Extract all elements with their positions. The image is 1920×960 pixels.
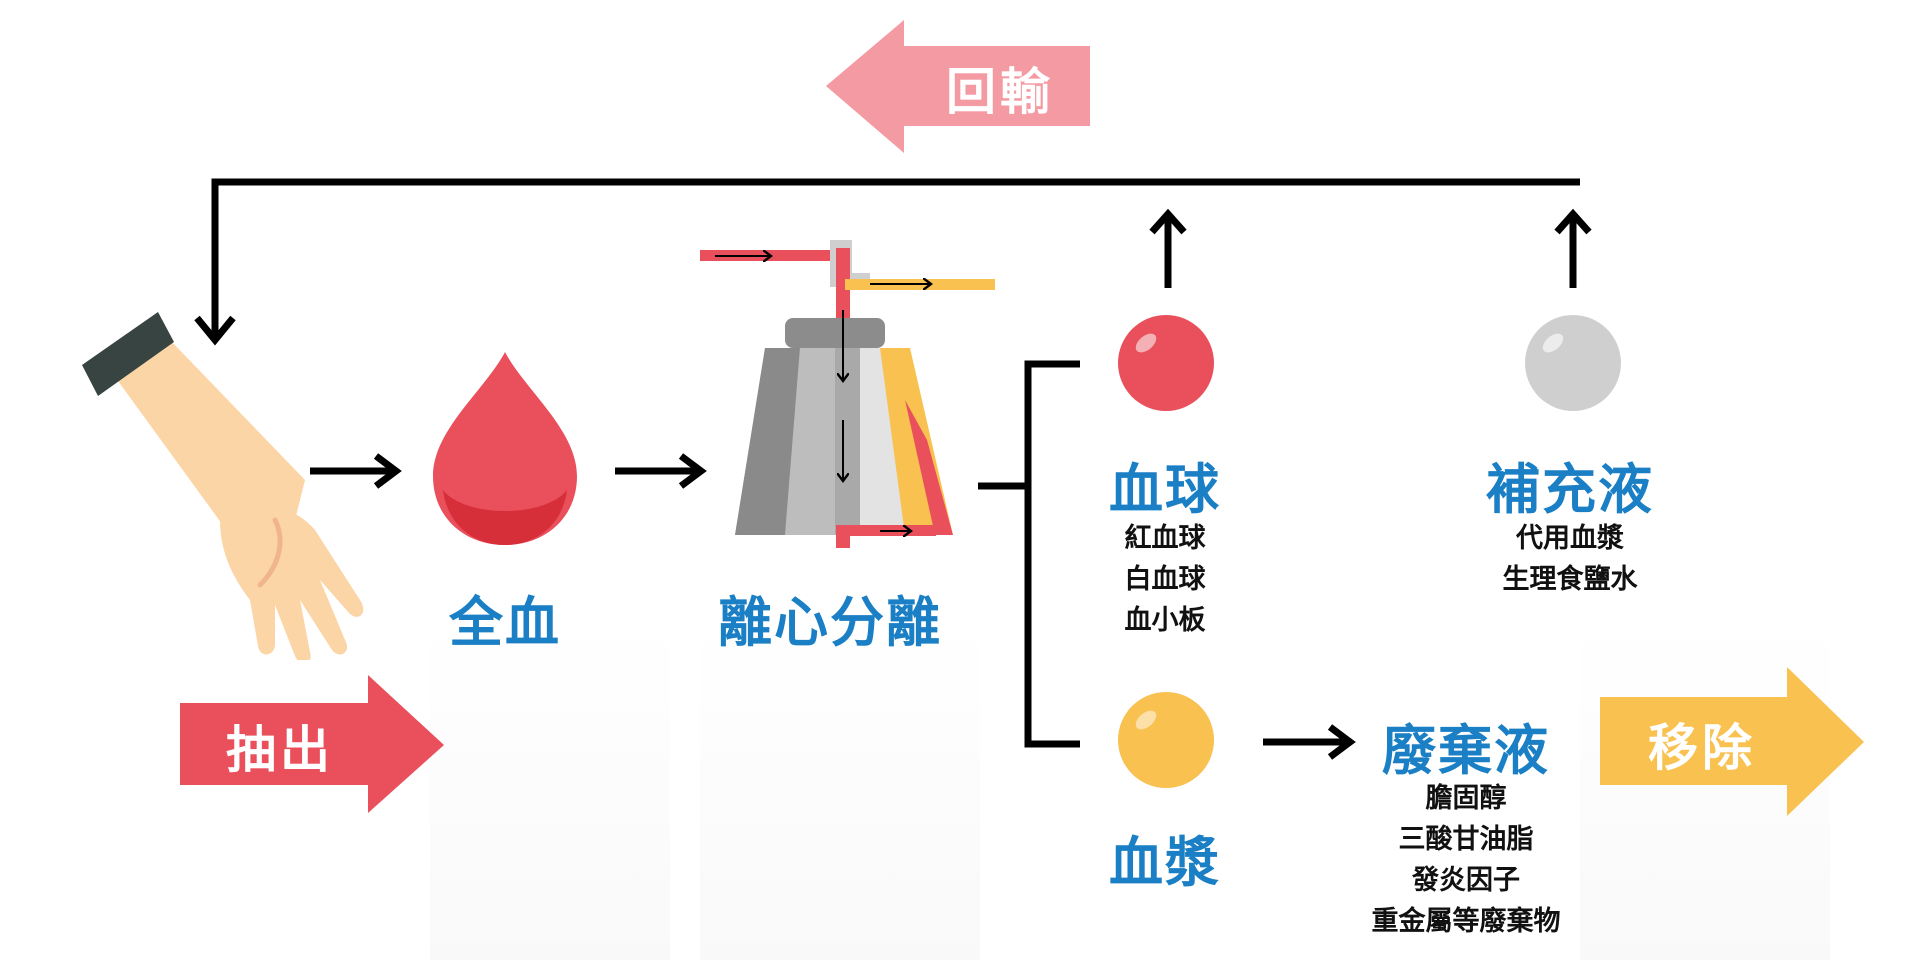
remove-label: 移除 xyxy=(1648,719,1756,777)
return-label: 回輸 xyxy=(946,63,1054,121)
list-item: 紅血球 xyxy=(1124,523,1206,554)
replacement-fluid-title: 補充液 xyxy=(1486,458,1654,521)
list-item: 重金屬等廢棄物 xyxy=(1371,906,1561,937)
return-loop-arrowhead xyxy=(194,315,236,346)
list-item: 生理食鹽水 xyxy=(1502,564,1638,595)
remove-arrow-shape xyxy=(1600,667,1864,816)
return-arrow-shape xyxy=(826,20,1090,153)
arm-icon xyxy=(82,312,364,660)
split-bracket xyxy=(1024,360,1080,748)
blood-cell-ball xyxy=(1118,315,1214,411)
plasma-ball xyxy=(1118,692,1214,788)
draw-arrow xyxy=(180,675,444,813)
remove-arrow xyxy=(1600,667,1864,816)
list-item: 代用血漿 xyxy=(1516,523,1624,554)
background-fade xyxy=(700,620,980,960)
list-item: 三酸甘油脂 xyxy=(1398,824,1534,855)
draw-arrow-shape xyxy=(180,675,444,813)
plasma-title: 血漿 xyxy=(1109,831,1221,894)
blood-cells-list: 紅血球 白血球 血小板 xyxy=(1125,518,1206,641)
list-item: 發炎因子 xyxy=(1412,865,1520,896)
list-item: 膽固醇 xyxy=(1425,783,1507,814)
blood-cells-title: 血球 xyxy=(1109,458,1221,521)
centrifuge-icon xyxy=(700,240,995,548)
list-item: 血小板 xyxy=(1124,605,1206,636)
replacement-fluid-ball xyxy=(1525,315,1621,411)
whole-blood-label: 全血 xyxy=(449,591,561,654)
list-item: 白血球 xyxy=(1124,564,1206,595)
replacement-fluid-list: 代用血漿 生理食鹽水 xyxy=(1503,518,1638,600)
waste-fluid-list: 膽固醇 三酸甘油脂 發炎因子 重金屬等廢棄物 xyxy=(1372,778,1561,942)
background-fade xyxy=(430,620,670,960)
draw-label: 抽出 xyxy=(226,721,334,779)
centrifuge-label: 離心分離 xyxy=(718,591,942,654)
return-loop-line xyxy=(211,178,1580,338)
waste-fluid-title: 廢棄液 xyxy=(1382,719,1550,782)
blood-drop-icon xyxy=(433,352,577,545)
return-arrow xyxy=(826,20,1090,153)
